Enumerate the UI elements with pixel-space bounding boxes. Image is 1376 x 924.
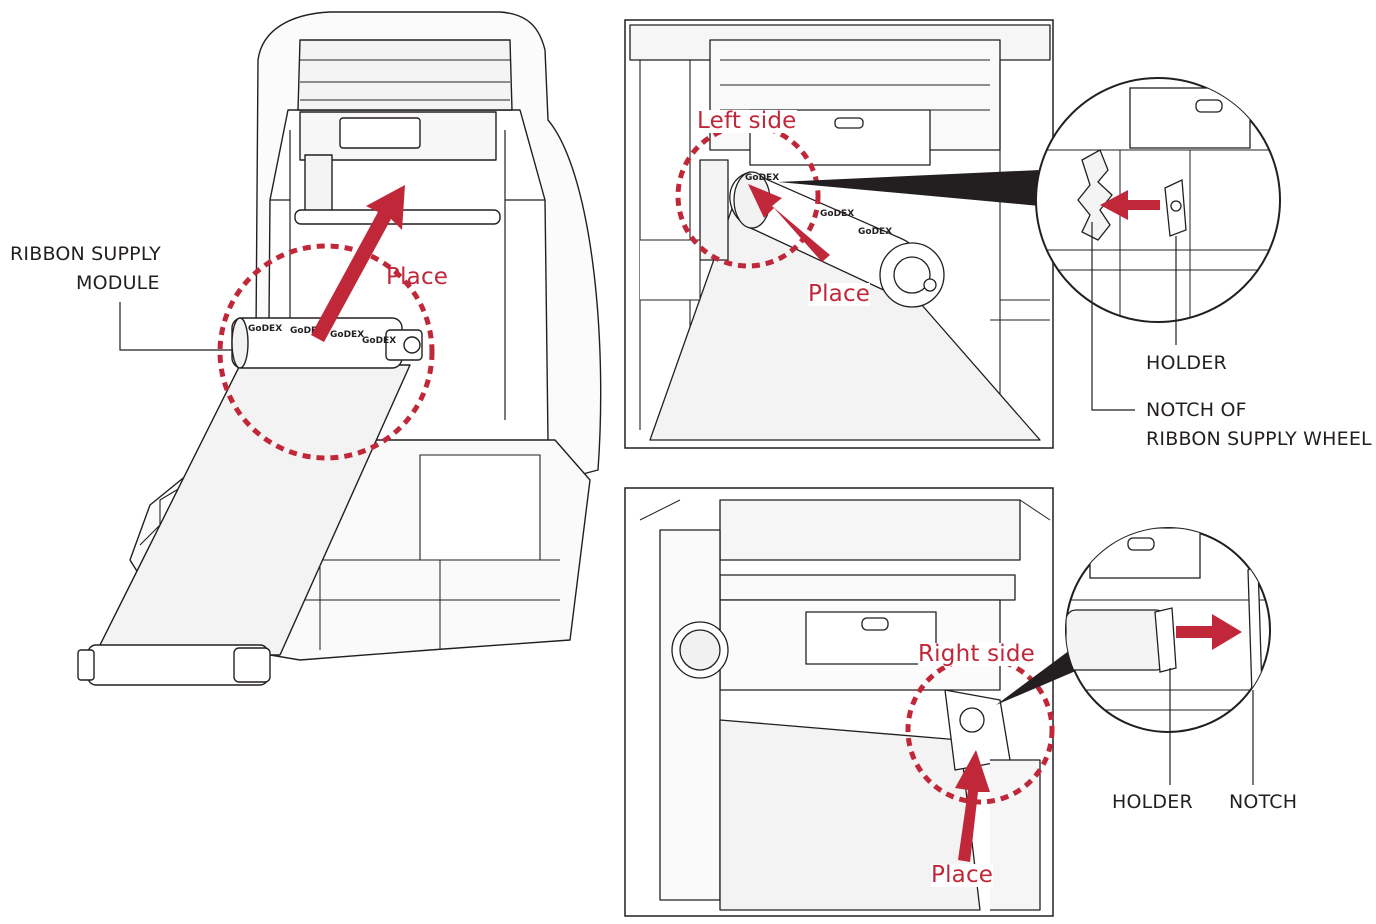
brand-logo: GoDEX (290, 326, 324, 336)
ribbon-supply-module-label-line1: RIBBON SUPPLY (10, 243, 161, 265)
ribbon-supply-module-label-line2: MODULE (76, 272, 160, 294)
printer-overview: GoDEX GoDEX GoDEX GoDEX (77, 11, 602, 686)
holder-to-notch-arrow (1176, 614, 1242, 650)
notch-of-ribbon-supply-wheel-label-line1: NOTCH OF (1146, 399, 1247, 421)
brand-logo: GoDEX (248, 324, 282, 334)
notch-of-ribbon-supply-wheel-label-line2: RIBBON SUPPLY WHEEL (1146, 428, 1372, 450)
left-side-label: Left side (697, 108, 797, 134)
right-side-magnifier (1065, 527, 1271, 733)
right-side-place-label: Place (931, 862, 994, 888)
brand-logo: GoDEX (745, 173, 779, 183)
module-leader-line (119, 302, 232, 351)
right-notch-label: NOTCH (1229, 791, 1298, 813)
right-holder-label: HOLDER (1112, 791, 1193, 813)
left-side-detail-panel: GoDEX GoDEX GoDEX (624, 19, 1054, 449)
right-side-detail-panel (624, 487, 1078, 917)
overview-place-arrow (311, 185, 405, 342)
ribbon-film (719, 719, 981, 911)
right-side-place-arrow (955, 750, 990, 862)
left-holder-label: HOLDER (1146, 352, 1227, 374)
holder-to-notch-arrow (1100, 190, 1160, 220)
overview-highlight-circle (217, 243, 435, 461)
notch-of-ribbon-supply-wheel (1077, 149, 1113, 241)
magnifier-connector (778, 170, 1040, 206)
left-side-place-arrow (748, 184, 830, 262)
left-side-place-label: Place (808, 281, 871, 307)
brand-logo: GoDEX (330, 330, 364, 340)
holder (1154, 607, 1177, 673)
left-side-magnifier (1035, 77, 1281, 323)
notch-leader-line (1091, 222, 1135, 411)
right-side-label: Right side (918, 641, 1035, 667)
magnifier-connector (996, 650, 1078, 705)
overview-place-label: Place (386, 264, 449, 290)
brand-logo: GoDEX (820, 209, 854, 219)
brand-logo: GoDEX (362, 336, 396, 346)
brand-logo: GoDEX (858, 227, 892, 237)
